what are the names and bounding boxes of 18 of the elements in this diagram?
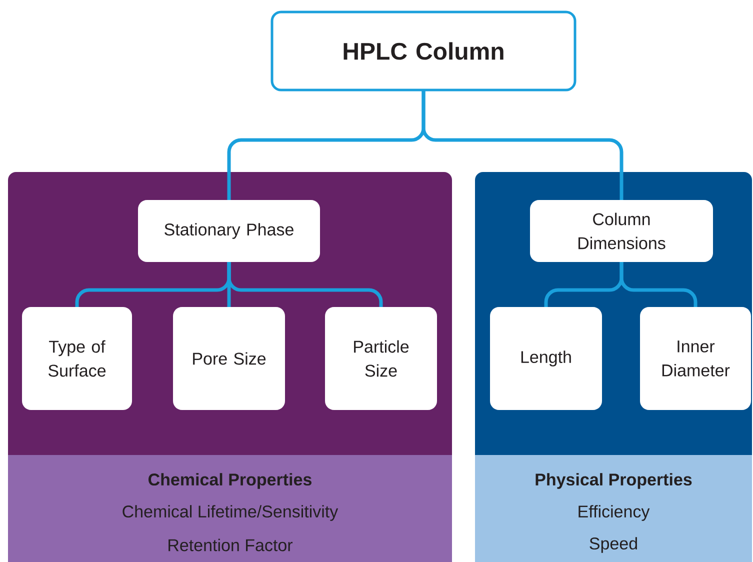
property-text: Efficiency (578, 505, 650, 521)
property-text: Speed (590, 537, 637, 553)
node-label: Inner Diameter (662, 340, 730, 376)
panel-heading: Physical Properties (536, 473, 692, 489)
category-box: Column Dimensions (530, 200, 713, 262)
connector-line (227, 262, 383, 307)
category-box: Stationary Phase (138, 200, 320, 262)
parameter-box: Inner Diameter (640, 307, 751, 410)
parameter-box: Type of Surface (22, 307, 132, 410)
property-text: Retention Factor (168, 538, 293, 552)
connector-line (620, 262, 698, 307)
parameter-box: Length (490, 307, 602, 410)
parameter-box: Particle Size (325, 307, 437, 410)
parameter-box: Pore Size (173, 307, 285, 410)
panel-heading: Chemical Properties (148, 473, 312, 489)
title-box: HPLC Column (270, 10, 576, 92)
connector-line (422, 90, 624, 200)
property-text: Chemical Lifetime/Sensitivity (122, 505, 338, 521)
